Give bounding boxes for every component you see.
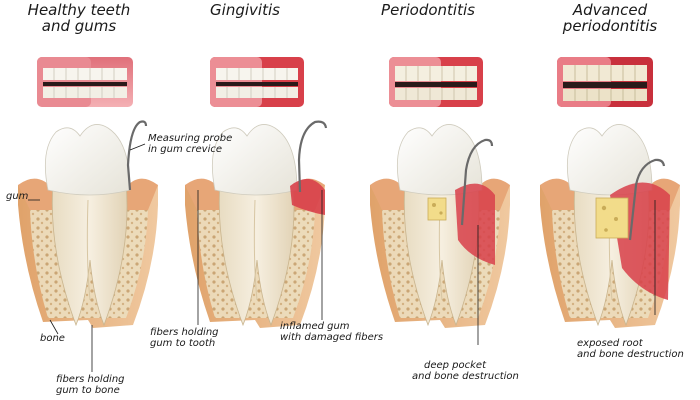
stage-title-line: Gingivitis xyxy=(210,1,280,19)
stage-title-periodontitis: Periodontitis xyxy=(368,2,488,18)
label-gum: gum xyxy=(6,191,28,202)
label-bone: bone xyxy=(40,333,65,344)
jaw-thumbnail-periodontitis xyxy=(389,57,483,107)
stage-title-advanced: Advanced periodontitis xyxy=(540,2,680,34)
label-line: gum xyxy=(6,191,29,202)
tooth-section-gingivitis xyxy=(184,120,328,329)
stage-title-line: Healthy teeth xyxy=(27,1,131,19)
stage-title-line: periodontitis xyxy=(562,17,658,35)
label-line: Measuring probe xyxy=(148,133,233,144)
label-line: and bone destruction xyxy=(577,349,684,360)
leader-probe xyxy=(129,143,146,151)
jaw-thumbnail-advanced xyxy=(557,57,653,107)
stage-title-line: and gums xyxy=(41,17,117,35)
label-line: fibers holding xyxy=(56,374,125,385)
label-line: with damaged fibers xyxy=(280,332,384,343)
jaw-thumbnail-healthy xyxy=(37,57,133,107)
label-deep-pocket: deep pocket and bone destruction xyxy=(412,360,519,382)
jaw-thumbnail-gingivitis xyxy=(210,57,304,107)
stage-title-healthy: Healthy teeth and gums xyxy=(4,2,154,34)
label-inflamed-gum: inflamed gum with damaged fibers xyxy=(280,321,383,343)
label-line: fibers holding xyxy=(150,327,219,338)
stage-title-gingivitis: Gingivitis xyxy=(190,2,300,18)
stage-title-line: Periodontitis xyxy=(381,1,475,19)
label-fibers-gum-to-bone: fibers holding gum to bone xyxy=(56,374,125,396)
leader-lines xyxy=(28,143,656,372)
label-line: inflamed gum xyxy=(280,321,350,332)
tooth-section-healthy xyxy=(17,120,159,329)
tooth-section-advanced xyxy=(539,123,681,329)
label-line: in gum crevice xyxy=(148,144,223,155)
stage-title-line: Advanced xyxy=(572,1,648,19)
label-line: bone xyxy=(40,333,65,344)
label-line: gum to tooth xyxy=(150,338,216,349)
tooth-section-periodontitis xyxy=(369,123,511,329)
label-measuring-probe: Measuring probe in gum crevice xyxy=(148,133,232,155)
label-exposed-root: exposed root and bone destruction xyxy=(577,338,684,360)
label-line: exposed root xyxy=(577,338,643,349)
label-line: deep pocket xyxy=(424,360,487,371)
leader-bone xyxy=(49,319,59,335)
label-fibers-gum-to-tooth: fibers holding gum to tooth xyxy=(150,327,219,349)
label-line: gum to bone xyxy=(56,385,120,396)
label-line: and bone destruction xyxy=(412,371,519,382)
